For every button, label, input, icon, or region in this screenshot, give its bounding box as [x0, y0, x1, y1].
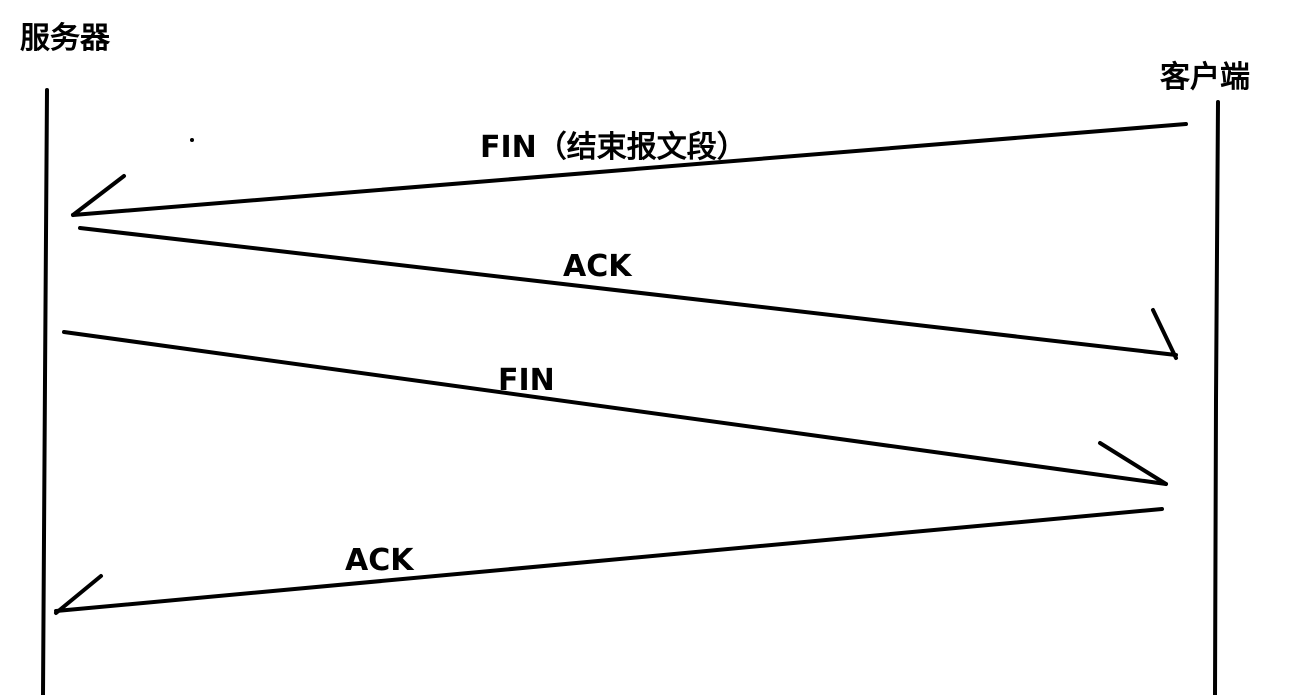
message-fin-server-to-client: FIN	[62, 330, 1168, 486]
client-label: 客户端	[1160, 60, 1250, 95]
arrowhead-icon	[71, 174, 126, 217]
message-label: FIN（结束报文段）	[480, 130, 747, 165]
message-label: ACK	[345, 543, 415, 578]
arrow-line	[71, 122, 1188, 217]
arrowhead-icon	[1098, 441, 1168, 486]
arrow-line	[54, 507, 1164, 613]
arrow-line	[62, 330, 1168, 486]
arrow-line	[78, 226, 1178, 357]
arrowhead-icon	[1151, 308, 1178, 360]
arrowhead-icon	[54, 574, 103, 615]
message-fin-client-to-server: FIN（结束报文段）	[71, 122, 1188, 217]
message-label: ACK	[563, 249, 633, 284]
server-label: 服务器	[20, 21, 111, 56]
client-lifeline	[1213, 100, 1220, 695]
server-lifeline	[41, 88, 49, 695]
message-ack-client-to-server: ACK	[54, 507, 1164, 615]
stray-dot	[190, 138, 194, 142]
message-label: FIN	[498, 363, 555, 398]
message-ack-server-to-client: ACK	[78, 226, 1178, 360]
